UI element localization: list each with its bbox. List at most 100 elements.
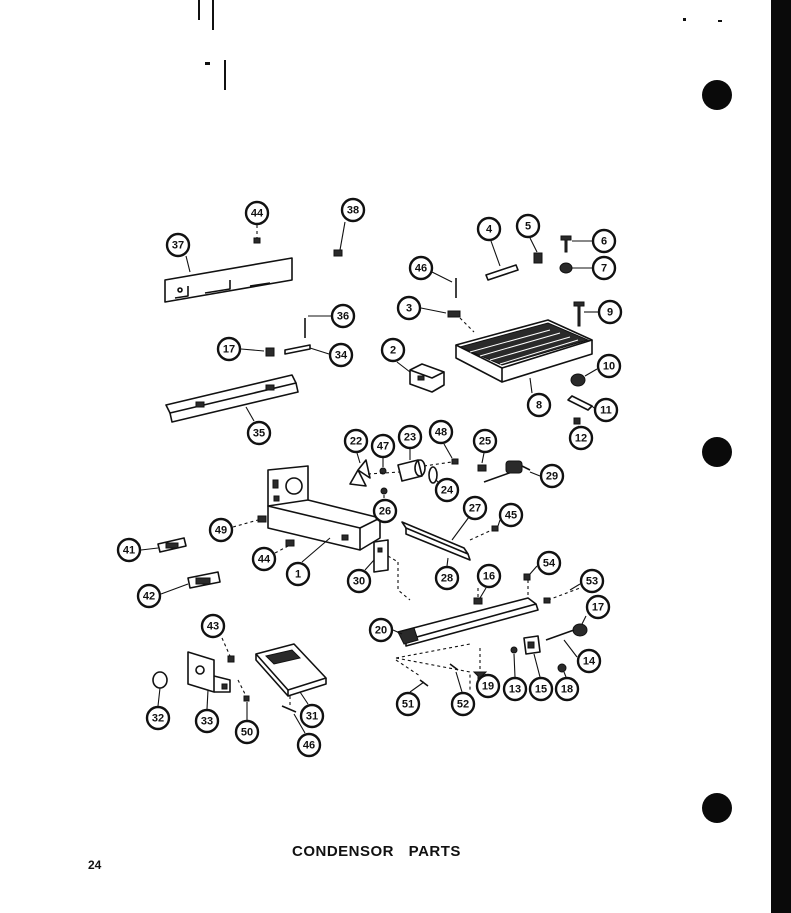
callout-label: 37 [172, 240, 184, 252]
callout-label: 32 [152, 713, 164, 725]
callout-circle [251, 546, 277, 572]
callout-28: 28 [434, 565, 460, 591]
callout-label: 35 [253, 428, 265, 440]
part-17-bushing [572, 623, 588, 637]
callout-label: 46 [415, 263, 427, 275]
part-22-fan-blade [349, 459, 371, 487]
part-24-mount-ring [428, 466, 438, 484]
callout-label: 8 [536, 400, 542, 412]
callout-circle [346, 568, 372, 594]
callout-26: 26 [372, 498, 398, 524]
callout-44: 44 [244, 200, 270, 226]
part-4-bracket [485, 264, 519, 281]
callout-4: 4 [476, 216, 502, 242]
callout-51: 51 [395, 691, 421, 717]
diagram-caption: CONDENSOR PARTS [292, 843, 461, 860]
callout-circle [380, 337, 406, 363]
part-53-screw [543, 597, 551, 604]
callout-20: 20 [368, 617, 394, 643]
part-31-drain-pan [255, 643, 327, 697]
part-38-clip [333, 249, 343, 257]
part-50-screw [243, 695, 250, 702]
part-49-screw [257, 515, 267, 523]
part-16-nut [473, 597, 483, 605]
callout-45: 45 [498, 502, 524, 528]
callout-17: 17 [216, 336, 242, 362]
callout-7: 7 [591, 255, 617, 281]
callout-30: 30 [346, 568, 372, 594]
part-41-bracket [157, 537, 187, 553]
callout-circle [397, 424, 423, 450]
callout-13: 13 [502, 676, 528, 702]
callout-label: 54 [543, 558, 556, 570]
callout-label: 36 [337, 311, 349, 323]
callout-label: 44 [258, 554, 271, 566]
scan-speck [212, 0, 214, 30]
callout-label: 17 [223, 344, 235, 356]
callout-49: 49 [208, 517, 234, 543]
callout-circle [526, 392, 552, 418]
callout-circle [396, 295, 422, 321]
part-34-bracket [284, 344, 311, 355]
callout-16: 16 [476, 563, 502, 589]
callout-label: 24 [441, 485, 454, 497]
callout-circle [285, 561, 311, 587]
callout-35: 35 [246, 420, 272, 446]
callout-6: 6 [591, 228, 617, 254]
callout-circle [208, 517, 234, 543]
callout-circle [395, 691, 421, 717]
callout-label: 38 [347, 205, 359, 217]
callout-label: 46 [303, 740, 315, 752]
callout-label: 5 [525, 221, 531, 233]
callout-circle [434, 477, 460, 503]
callout-label: 13 [509, 684, 521, 696]
callout-47: 47 [370, 433, 396, 459]
callout-circle [296, 732, 322, 758]
callout-label: 51 [402, 699, 414, 711]
callout-circle [299, 703, 325, 729]
callout-label: 22 [350, 436, 362, 448]
callout-52: 52 [450, 691, 476, 717]
callout-label: 48 [435, 427, 447, 439]
callout-33: 33 [194, 708, 220, 734]
part-33-bracket [187, 651, 231, 693]
callout-circle [539, 463, 565, 489]
part-15-terminal-block [523, 635, 541, 655]
callout-circle [200, 613, 226, 639]
callout-label: 44 [251, 208, 264, 220]
callout-label: 12 [575, 433, 587, 445]
callout-10: 10 [596, 353, 622, 379]
callout-34: 34 [328, 342, 354, 368]
callout-circle [116, 537, 142, 563]
part-25-clip [477, 464, 487, 472]
callout-11: 11 [593, 397, 619, 423]
callout-12: 12 [568, 425, 594, 451]
part-29-thermostat-probe [483, 460, 531, 483]
callout-circle [330, 303, 356, 329]
callout-circle [462, 495, 488, 521]
callout-label: 41 [123, 545, 135, 557]
callout-circle [596, 353, 622, 379]
part-44-screw-lower [285, 539, 295, 547]
part-30-bracket [373, 539, 389, 573]
callout-circle [576, 648, 602, 674]
part-8-condenser-coil [455, 319, 593, 383]
callout-circle [216, 336, 242, 362]
callout-label: 27 [469, 503, 481, 515]
callout-50: 50 [234, 719, 260, 745]
part-17-nut [265, 347, 275, 357]
callout-label: 17 [592, 602, 604, 614]
callout-circle [579, 568, 605, 594]
callout-label: 42 [143, 591, 155, 603]
callout-53: 53 [579, 568, 605, 594]
callout-circle [246, 420, 272, 446]
part-14-rod [545, 629, 575, 641]
callout-label: 20 [375, 625, 387, 637]
callout-46: 46 [296, 732, 322, 758]
callout-circle [591, 255, 617, 281]
binder-hole-middle [702, 437, 732, 467]
callout-44: 44 [251, 546, 277, 572]
callout-label: 15 [535, 684, 547, 696]
